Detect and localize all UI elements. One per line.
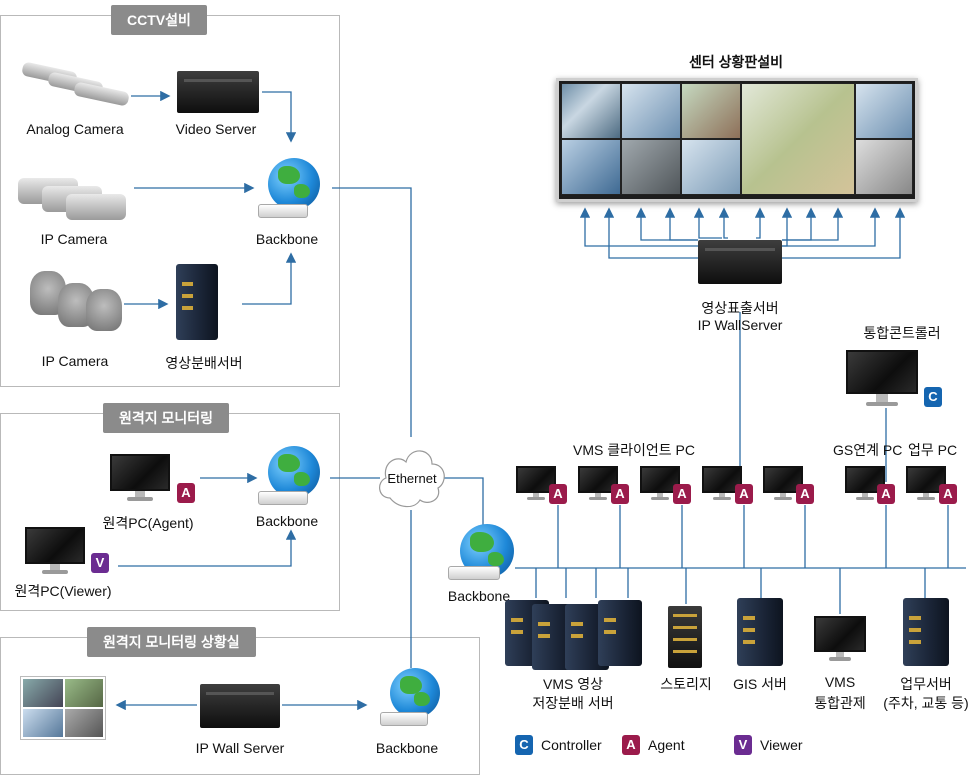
- ip-camera-label-2: IP Camera: [41, 353, 109, 369]
- cctv-backbone-router-icon: [258, 204, 308, 218]
- vms-client-pc-5-agent-badge: A: [796, 484, 814, 504]
- remote-backbone-router-icon: [258, 491, 308, 505]
- legend-controller-badge: C: [515, 735, 533, 755]
- work-pc-agent-badge: A: [939, 484, 957, 504]
- legend-viewer-badge: V: [734, 735, 752, 755]
- viewer-pc-label: 원격PC(Viewer): [14, 583, 112, 599]
- storage-icon: [668, 606, 702, 668]
- center-wall-title: 센터 상황판설비: [688, 54, 784, 70]
- work-server-label-1: 업무서버: [900, 676, 952, 692]
- storage-label: 스토리지: [660, 676, 712, 692]
- gis-server-icon: [737, 598, 783, 666]
- vms-client-pc-3-agent-badge: A: [673, 484, 691, 504]
- video-server-label: Video Server: [175, 121, 257, 137]
- agent-pc-monitor-icon: [110, 454, 170, 504]
- vms-control-monitor-icon: [814, 616, 866, 664]
- gs-pc-label: GS연계 PC: [833, 442, 903, 458]
- gs-pc-agent-badge: A: [877, 484, 895, 504]
- gis-server-label: GIS 서버: [733, 676, 787, 692]
- video-distribution-server-label: 영상분배서버: [165, 355, 243, 371]
- vms-client-pc-4: [702, 466, 742, 502]
- remote-room-backbone-router-icon: [380, 712, 428, 726]
- vms-client-pc-1-agent-badge: A: [549, 484, 567, 504]
- center-backbone-label: Backbone: [447, 588, 511, 604]
- vms-client-pc-5: [763, 466, 803, 502]
- integrated-controller-label: 통합콘트롤러: [863, 325, 941, 341]
- display-server-icon: [698, 240, 782, 284]
- vms-client-pc-2-agent-badge: A: [611, 484, 629, 504]
- ip-camera-dome-icon: [30, 271, 122, 331]
- ip-camera-box-icon: [18, 172, 130, 222]
- vms-control-label-1: VMS: [824, 674, 856, 690]
- remote-backbone-globe-icon: [268, 446, 320, 498]
- center-video-wall: [556, 78, 918, 202]
- display-server-label-1: 영상표출서버: [701, 300, 779, 316]
- agent-badge-icon: A: [177, 483, 195, 503]
- controller-badge-icon: C: [924, 387, 942, 407]
- vms-client-pc-label: VMS 클라이언트 PC: [573, 442, 695, 458]
- remote-room-backbone-globe-icon: [390, 668, 440, 718]
- legend-agent-label: Agent: [648, 737, 685, 753]
- work-server-icon: [903, 598, 949, 666]
- cctv-backbone-globe-icon: [268, 158, 320, 210]
- integrated-controller-monitor-icon: [846, 350, 918, 410]
- vms-storage-server-icon-4: [598, 600, 642, 666]
- agent-pc-label: 원격PC(Agent): [102, 515, 194, 531]
- work-pc-label: 업무 PC: [908, 442, 958, 458]
- ethernet-cloud-icon: [379, 450, 445, 508]
- legend-viewer-label: Viewer: [760, 737, 803, 753]
- remote-room-section-tag: 원격지 모니터링 상황실: [87, 627, 256, 657]
- video-server-icon: [177, 71, 259, 113]
- ip-camera-label-1: IP Camera: [40, 231, 108, 247]
- vms-client-pc-4-agent-badge: A: [735, 484, 753, 504]
- cctv-section-tag: CCTV설비: [111, 5, 207, 35]
- viewer-pc-monitor-icon: [25, 527, 85, 577]
- vms-storage-label-1: VMS 영상: [543, 676, 603, 692]
- cctv-backbone-label: Backbone: [255, 231, 319, 247]
- analog-camera-label: Analog Camera: [26, 121, 124, 137]
- analog-camera-icon: [21, 61, 130, 109]
- video-distribution-server-icon: [176, 264, 218, 340]
- display-server-label-2: IP WallServer: [697, 317, 783, 333]
- center-backbone-router-icon: [448, 566, 500, 580]
- remote-panel: [0, 413, 340, 611]
- remote-room-wall-thumbnail: [20, 676, 106, 740]
- vms-storage-label-2: 저장분배 서버: [532, 695, 614, 711]
- vms-control-label-2: 통합관제: [814, 695, 866, 711]
- remote-room-backbone-label: Backbone: [375, 740, 439, 756]
- remote-room-ip-wall-server-label: IP Wall Server: [195, 740, 285, 756]
- legend-controller-label: Controller: [541, 737, 602, 753]
- legend-agent-badge: A: [622, 735, 640, 755]
- work-server-label-2: (주차, 교통 등): [883, 695, 969, 711]
- remote-backbone-label: Backbone: [255, 513, 319, 529]
- remote-room-ip-wall-server-icon: [200, 684, 280, 728]
- viewer-badge-icon: V: [91, 553, 109, 573]
- ethernet-label: Ethernet: [387, 471, 437, 486]
- remote-section-tag: 원격지 모니터링: [103, 403, 230, 433]
